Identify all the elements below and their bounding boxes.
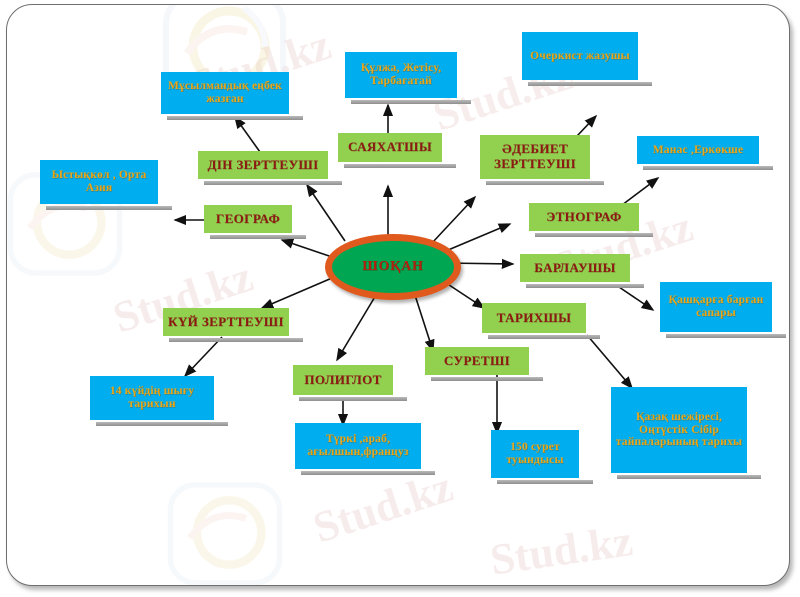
arrow-center-kuy — [260, 274, 340, 309]
node-label: ПОЛИГЛОТ — [304, 371, 382, 387]
node-shadow — [666, 334, 786, 338]
arrow-center-geograf — [280, 238, 336, 259]
arrow-din-musylman — [234, 115, 261, 153]
arrow-center-adebiet — [431, 195, 477, 244]
arrow-etnograf-manas — [621, 177, 660, 206]
node-label: Мұсылмандық еңбек жазған — [167, 80, 283, 105]
arrow-tarih-shezhire — [586, 334, 634, 390]
node-label: ДІН ЗЕРТТЕУШІ — [207, 156, 319, 172]
node-role-suretshi[interactable]: СУРЕТШІ — [425, 347, 543, 381]
node-shadow — [643, 166, 773, 170]
node-label: 150 сурет туындысы — [506, 441, 564, 466]
arrow-center-din — [306, 183, 346, 242]
node-label: ТАРИХШЫ — [496, 309, 572, 325]
arrow-center-etnograf — [440, 223, 512, 254]
node-detail-ystykkol-orta-aziya[interactable]: Ыстықкөл , Орта Азия — [40, 160, 172, 210]
node-shadow — [344, 164, 456, 168]
node-detail-turki-arab-agylshyn-francuz[interactable]: Түркі ,араб, ағылшын,француз — [295, 423, 435, 475]
node-role-sayahatshy[interactable]: САЯХАТШЫ — [338, 133, 456, 168]
node-role-poliglot[interactable]: ПОЛИГЛОТ — [293, 365, 407, 401]
node-shadow — [617, 475, 761, 479]
node-label: ЭТНОГРАФ — [546, 208, 622, 224]
node-shadow — [351, 100, 471, 104]
node-shadow — [535, 233, 653, 237]
node-label: Түркі ,араб, ағылшын,француз — [307, 433, 409, 458]
center-oval: ШОҚАН — [325, 234, 461, 300]
center-label: ШОҚАН — [362, 259, 424, 274]
arrow-center-suretshi — [412, 288, 435, 353]
node-detail-14-kuydin-shygu-tarihyn[interactable]: 14 күйдің шығу тарихын — [90, 376, 228, 426]
node-role-geograf[interactable]: ГЕОГРАФ — [204, 205, 306, 239]
node-detail-musylmandyq-enbek[interactable]: Мұсылмандық еңбек жазған — [161, 72, 303, 120]
node-detail-qazaq-shezhiresi[interactable]: Қазақ шежіресі, Оңтүстік Сібір тайпалары… — [611, 387, 761, 479]
node-detail-manas-erkokshe[interactable]: Манас ,Еркөкше — [637, 136, 773, 170]
node-label: ӘДЕБИЕТ ЗЕРТТЕУШІ — [493, 141, 577, 171]
node-label: КҮЙ ЗЕРТТЕУШІ — [168, 313, 284, 329]
node-shadow — [301, 471, 435, 475]
node-detail-150-suret-tuyndysy[interactable]: 150 сурет туындысы — [491, 430, 593, 484]
node-detail-qashqarga-bargan-sapary[interactable]: Қашқарға барған сапары — [660, 282, 786, 338]
node-shadow — [488, 335, 600, 339]
arrow-kuy-kuyler — [183, 336, 223, 378]
node-role-barlaushy[interactable]: БАРЛАУШЫ — [520, 254, 644, 288]
node-shadow — [431, 377, 543, 381]
arrow-center-poliglot — [336, 289, 380, 362]
node-shadow — [96, 422, 228, 426]
node-label: Құлжа, Жетісу, Тарбағатай — [360, 62, 442, 87]
node-role-adebiet-zerttewshi[interactable]: ӘДЕБИЕТ ЗЕРТТЕУШІ — [480, 135, 604, 185]
node-label: Ыстықкөл , Орта Азия — [51, 169, 147, 194]
node-role-tarihshy[interactable]: ТАРИХШЫ — [482, 303, 600, 339]
node-shadow — [486, 181, 604, 185]
node-label: Очеркист жазушы — [530, 49, 630, 62]
node-label: Қашқарға барған сапары — [668, 294, 764, 319]
diagram-frame: Stud.kz Stud.kz Stud.kz Stud.kz Stud.kz … — [6, 4, 790, 586]
node-shadow — [167, 116, 303, 120]
node-detail-kulzha-zhetisu[interactable]: Құлжа, Жетісу, Тарбағатай — [345, 52, 471, 104]
center-node[interactable]: ШОҚАН — [325, 234, 461, 300]
node-role-din-zerttewshi[interactable]: ДІН ЗЕРТТЕУШІ — [198, 151, 342, 185]
node-label: Манас ,Еркөкше — [652, 143, 744, 156]
node-shadow — [204, 181, 342, 185]
node-detail-ocherkist-zhazushy[interactable]: Очеркист жазушы — [522, 32, 652, 86]
node-shadow — [528, 82, 652, 86]
node-role-etnograf[interactable]: ЭТНОГРАФ — [529, 203, 653, 237]
node-label: Қазақ шежіресі, Оңтүстік Сібір тайпалары… — [615, 410, 743, 449]
node-label: 14 күйдің шығу тарихын — [109, 385, 195, 410]
node-shadow — [526, 284, 644, 288]
node-shadow — [299, 397, 407, 401]
node-shadow — [169, 338, 303, 342]
node-label: БАРЛАУШЫ — [534, 259, 616, 275]
node-label: ГЕОГРАФ — [215, 210, 281, 226]
node-shadow — [210, 235, 306, 239]
node-shadow — [46, 206, 172, 210]
node-label: САЯХАТШЫ — [347, 139, 433, 155]
node-role-kuy-zerttewshi[interactable]: КҮЙ ЗЕРТТЕУШІ — [163, 308, 303, 342]
node-shadow — [497, 480, 593, 484]
arrow-barlau-kashkar — [618, 286, 655, 311]
diagram-canvas: Stud.kz Stud.kz Stud.kz Stud.kz Stud.kz … — [7, 5, 789, 585]
node-label: СУРЕТШІ — [443, 352, 511, 368]
